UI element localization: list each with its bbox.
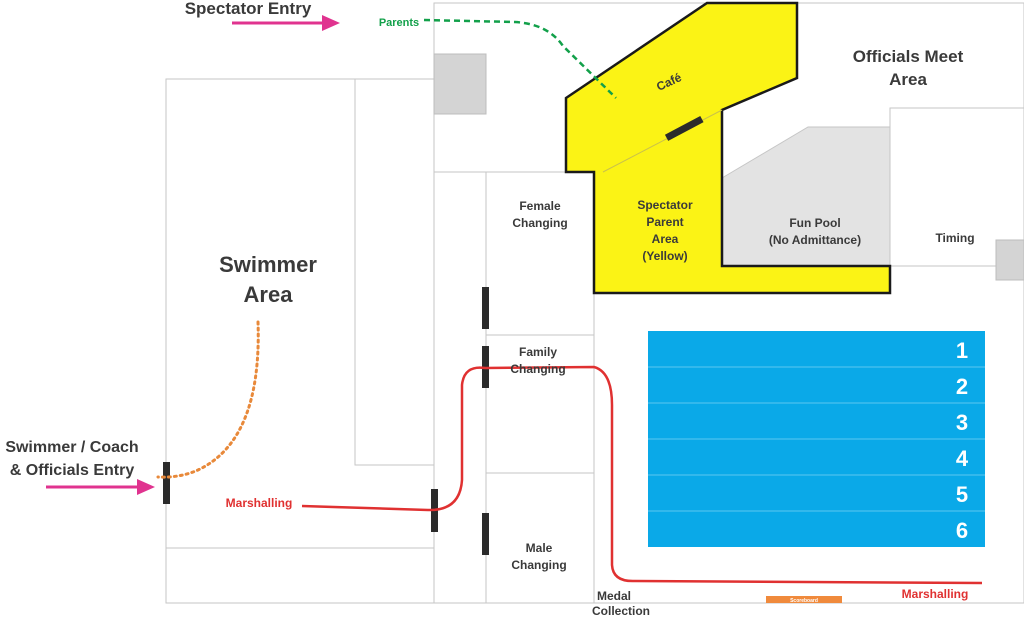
male-changing-label-line2: Changing: [511, 558, 566, 572]
marshalling-path: [301, 365, 983, 585]
swimmer-area-label-line1: Swimmer: [219, 252, 317, 277]
marshalling-label-left: Marshalling: [226, 496, 293, 510]
storage-box-top: [433, 53, 487, 115]
spectator-parent-area-label-line1: Spectator: [637, 198, 693, 212]
scoreboard: [766, 596, 842, 603]
medal-collection-label-line2: Collection: [592, 604, 650, 617]
timing-label: Timing: [935, 231, 974, 245]
family-changing-label-line2: Changing: [510, 362, 565, 376]
family-changing-label-line1: Family: [519, 345, 557, 359]
officials-meet-area-label-line2: Area: [889, 70, 927, 89]
swimmer-area-inner-wall: [354, 78, 435, 466]
door-male-changing: [482, 513, 489, 555]
scoreboard-label: Scoreboard: [790, 598, 818, 604]
spectator-parent-area: [564, 1, 892, 295]
storage-box-timing: [995, 239, 1024, 281]
swimmer-entry-label-line2: & Officials Entry: [10, 462, 135, 479]
male-changing-room: [485, 472, 595, 604]
door-female-changing: [482, 287, 489, 329]
swimmer-area-label-line2: Area: [244, 282, 294, 307]
male-changing-label-line1: Male: [526, 541, 553, 555]
medal-collection-label-line1: Medal: [597, 589, 631, 603]
swimmer-entry-path: [156, 320, 260, 479]
marshalling-label-right: Marshalling: [902, 587, 969, 601]
swimmer-entry-arrow-icon: [46, 479, 155, 495]
lane-number-6: 6: [956, 518, 968, 543]
door-swimmer-entry: [163, 462, 170, 504]
spectator-parent-area-label-line4: (Yellow): [642, 249, 687, 263]
parents-path: [423, 18, 617, 99]
lane-number-3: 3: [956, 410, 968, 435]
spectator-entry-arrow-icon: [232, 15, 340, 31]
parents-label: Parents: [379, 17, 419, 29]
spectator-entry-label: Spectator Entry: [185, 0, 312, 18]
pool-lane-lines: [648, 366, 985, 512]
door-cafe: [664, 115, 704, 141]
fun-pool-label-line1: Fun Pool: [789, 216, 840, 230]
spectator-parent-area-label-line3: Area: [652, 232, 679, 246]
fun-pool-label-line2: (No Admittance): [769, 233, 861, 247]
corridor: [433, 171, 487, 604]
female-changing-label-line1: Female: [519, 199, 561, 213]
female-changing-label-line2: Changing: [512, 216, 567, 230]
female-changing-room: [485, 171, 595, 336]
swimmer-entry-label-line1: Swimmer / Coach: [5, 439, 138, 456]
officials-meet-area-label-line1: Officials Meet: [853, 47, 964, 66]
lane-number-4: 4: [956, 446, 969, 471]
lane-number-5: 5: [956, 482, 968, 507]
spectator-parent-area-label-line2: Parent: [646, 215, 683, 229]
lane-number-2: 2: [956, 374, 968, 399]
lane-number-1: 1: [956, 338, 968, 363]
